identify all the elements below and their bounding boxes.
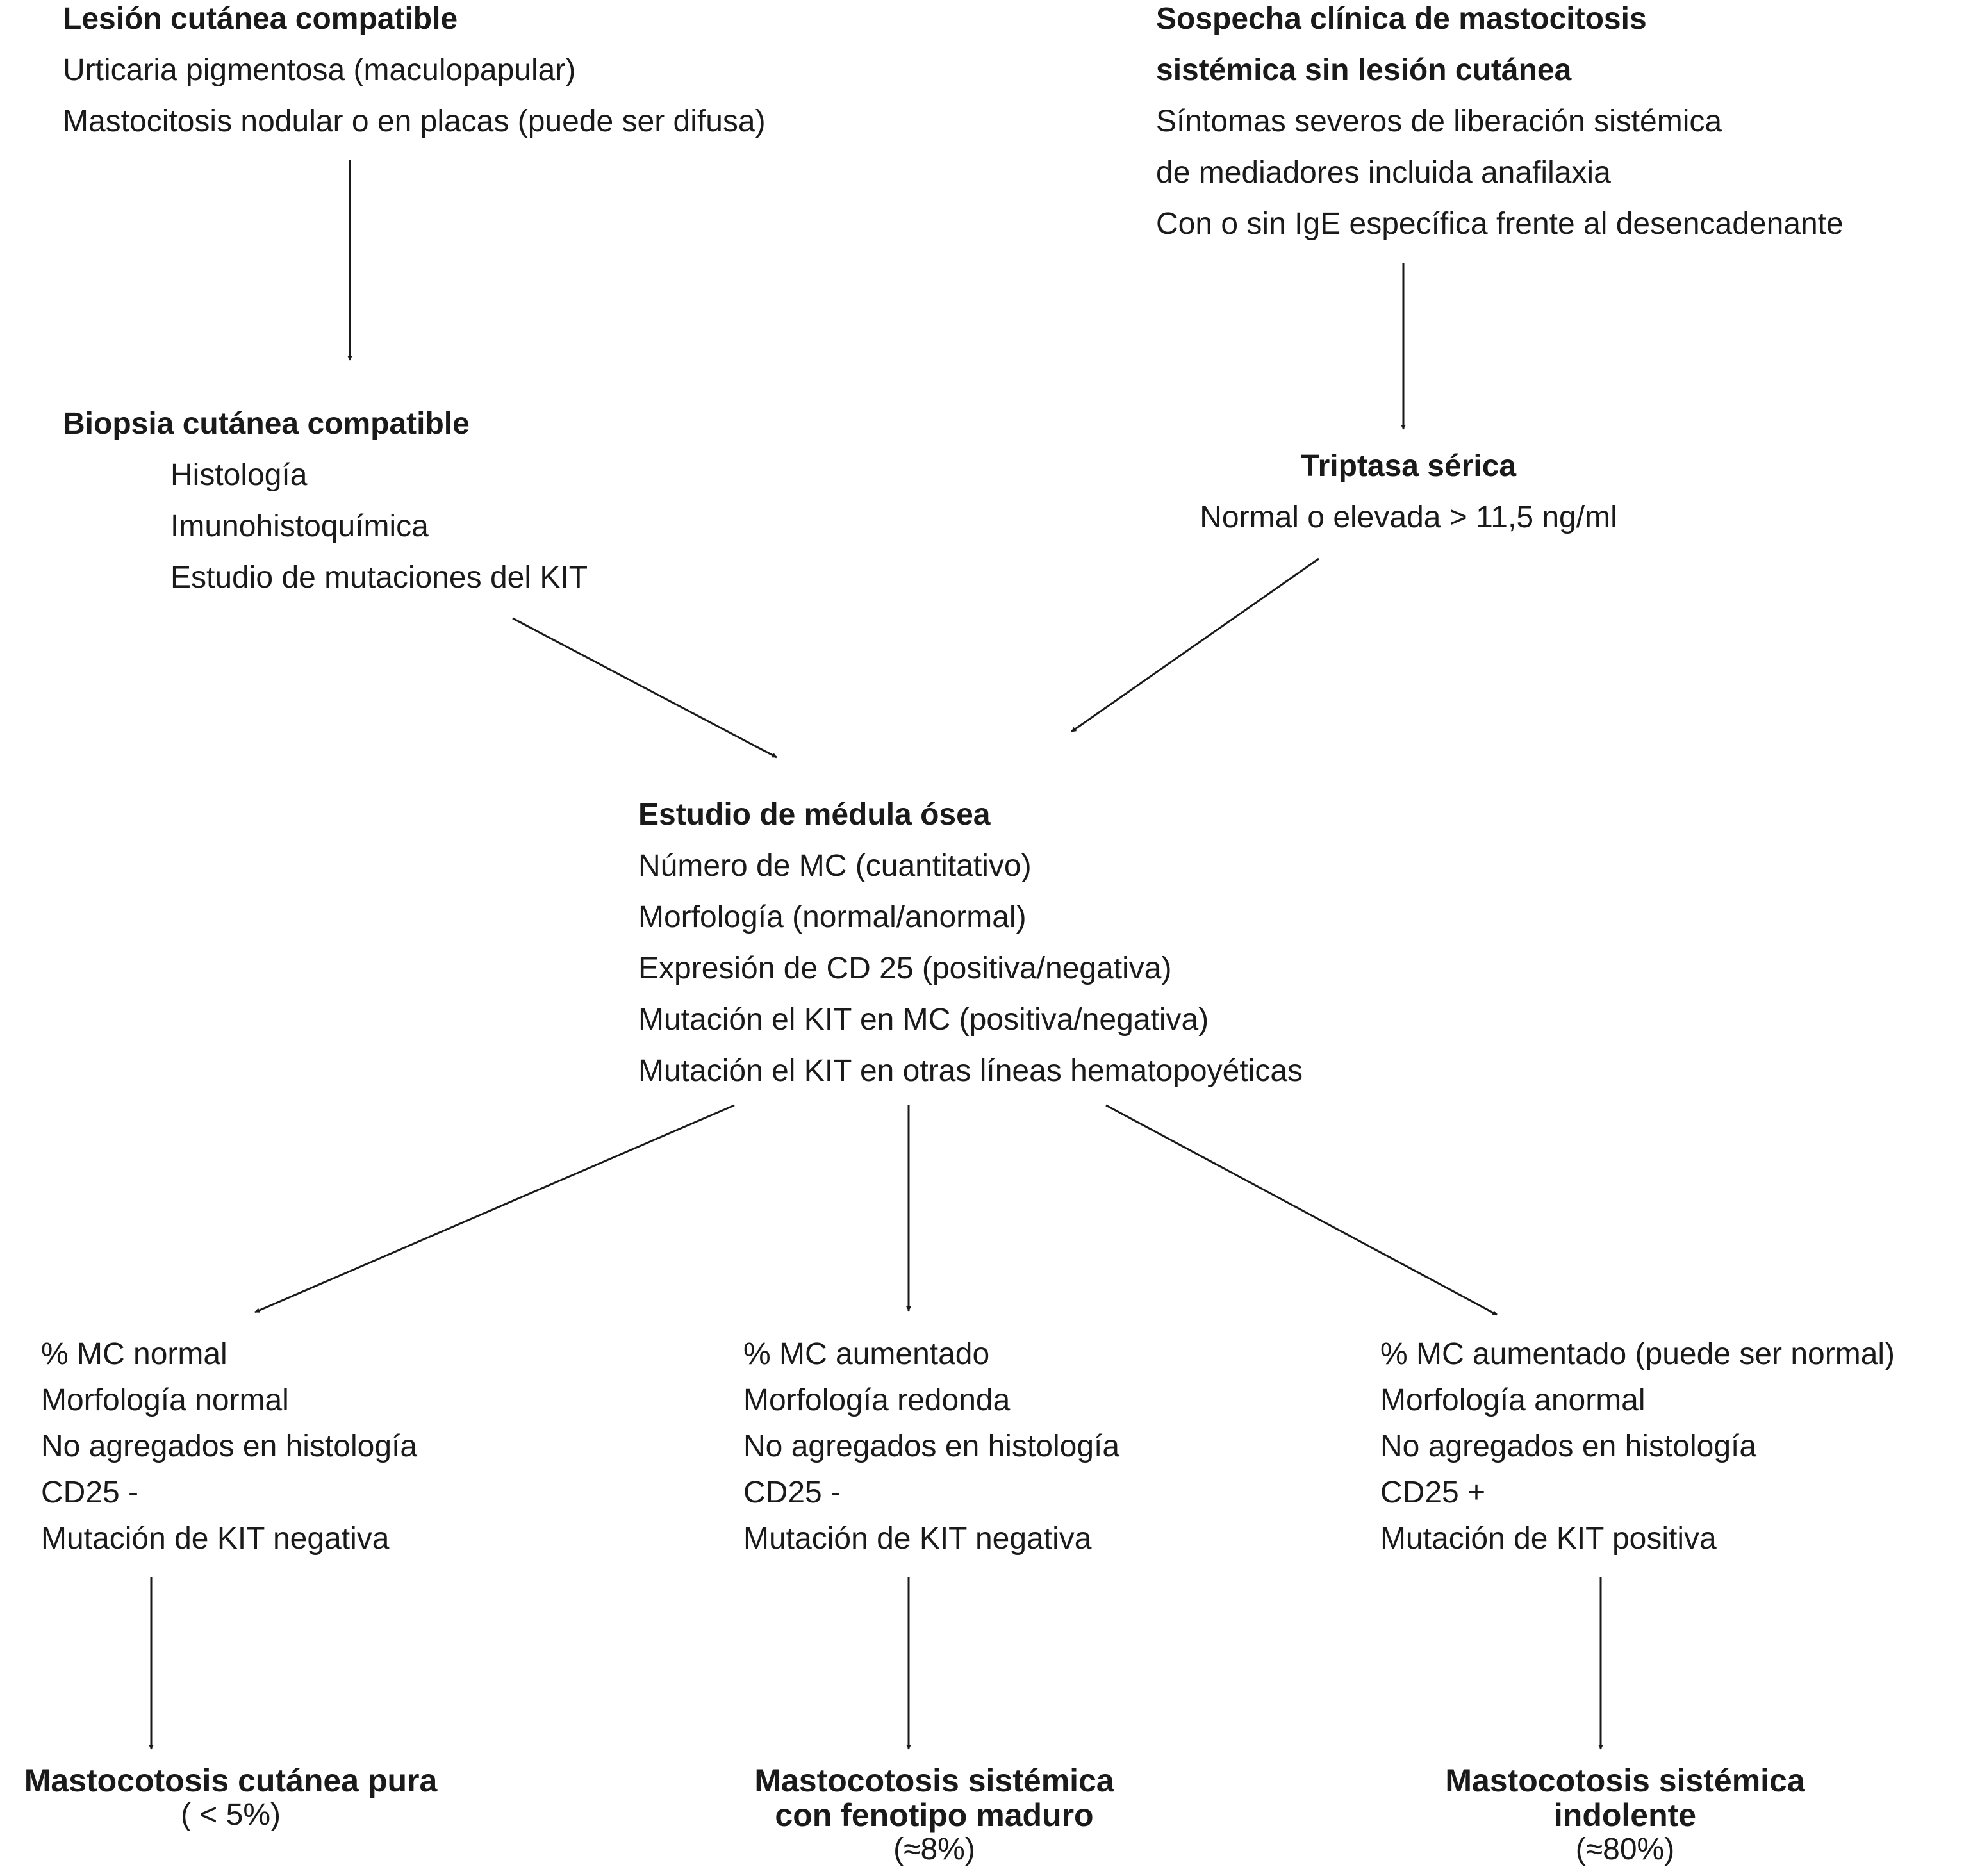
result-right: Mastocotosis sistémica indolente (≈80%) <box>1369 1763 1881 1867</box>
node-skin-lesion: Lesión cutánea compatible Urticaria pigm… <box>63 0 766 147</box>
node-line: Urticaria pigmentosa (maculopapular) <box>63 53 576 87</box>
result-left: Mastocotosis cutánea pura ( < 5%) <box>0 1763 461 1832</box>
node-line: Mastocitosis nodular o en placas (puede … <box>63 104 766 138</box>
node-line: Número de MC (cuantitativo) <box>638 849 1032 883</box>
result-title: Mastocotosis sistémica <box>1445 1763 1805 1798</box>
node-line: No agregados en histología <box>41 1429 418 1463</box>
result-center: Mastocotosis sistémica con fenotipo madu… <box>678 1763 1191 1867</box>
node-line: Morfología normal <box>41 1383 289 1417</box>
node-line: No agregados en histología <box>743 1429 1120 1463</box>
node-line: Mutación de KIT negativa <box>41 1522 390 1556</box>
node-finding-left: % MC normal Morfología normal No agregad… <box>41 1331 417 1562</box>
node-title: Estudio de médula ósea <box>638 798 991 832</box>
result-percent: (≈8%) <box>893 1832 975 1866</box>
node-skin-biopsy: Biopsia cutánea compatible Histología Im… <box>63 399 588 604</box>
arrow-marrow-to-right <box>1105 1104 1498 1316</box>
node-line: Normal o elevada > 11,5 ng/ml <box>1200 500 1617 534</box>
node-line: CD25 + <box>1380 1476 1486 1510</box>
node-line: Mutación el KIT en otras líneas hematopo… <box>638 1054 1303 1088</box>
node-line: % MC normal <box>41 1337 227 1371</box>
node-line: Síntomas severos de liberación sistémica <box>1156 104 1722 138</box>
node-line: CD25 - <box>743 1476 841 1510</box>
node-line: % MC aumentado (puede ser normal) <box>1380 1337 1895 1371</box>
node-serum-tryptase: Triptasa sérica Normal o elevada > 11,5 … <box>1146 441 1671 543</box>
node-line: Con o sin IgE específica frente al desen… <box>1156 207 1844 241</box>
arrow-marrow-to-left <box>254 1104 735 1313</box>
node-finding-right: % MC aumentado (puede ser normal) Morfol… <box>1380 1331 1895 1562</box>
result-title: Mastocotosis sistémica <box>754 1763 1114 1798</box>
node-title: Sospecha clínica de mastocitosis <box>1156 2 1647 36</box>
node-title: sistémica sin lesión cutánea <box>1156 53 1572 87</box>
node-bone-marrow: Estudio de médula ósea Número de MC (cua… <box>638 789 1303 1097</box>
node-title: Lesión cutánea compatible <box>63 2 458 36</box>
node-line: Imunohistoquímica <box>170 509 429 543</box>
node-line: Expresión de CD 25 (positiva/negativa) <box>638 951 1172 985</box>
arrow-biopsy-to-marrow <box>512 617 777 759</box>
node-line: CD25 - <box>41 1476 139 1510</box>
arrow-tryptase-to-marrow <box>1071 557 1319 733</box>
node-line: Histología <box>170 458 308 492</box>
node-line: Morfología redonda <box>743 1383 1011 1417</box>
node-line: Morfología anormal <box>1380 1383 1646 1417</box>
result-title: indolente <box>1553 1797 1697 1833</box>
node-line: Estudio de mutaciones del KIT <box>170 561 588 595</box>
result-percent: ( < 5%) <box>180 1798 281 1832</box>
node-line: No agregados en histología <box>1380 1429 1757 1463</box>
result-title: Mastocotosis cutánea pura <box>24 1763 438 1798</box>
node-line: % MC aumentado <box>743 1337 990 1371</box>
result-title: con fenotipo maduro <box>775 1797 1094 1833</box>
node-line: de mediadores incluida anafilaxia <box>1156 156 1611 190</box>
node-line: Morfología (normal/anormal) <box>638 900 1027 934</box>
node-line: Mutación el KIT en MC (positiva/negativa… <box>638 1003 1209 1037</box>
node-title: Triptasa sérica <box>1300 449 1517 483</box>
node-clinical-suspicion: Sospecha clínica de mastocitosis sistémi… <box>1156 0 1844 250</box>
result-percent: (≈80%) <box>1575 1832 1675 1866</box>
node-finding-center: % MC aumentado Morfología redonda No agr… <box>743 1331 1119 1562</box>
node-line: Mutación de KIT negativa <box>743 1522 1092 1556</box>
node-line: Mutación de KIT positiva <box>1380 1522 1717 1556</box>
node-title: Biopsia cutánea compatible <box>63 407 470 441</box>
